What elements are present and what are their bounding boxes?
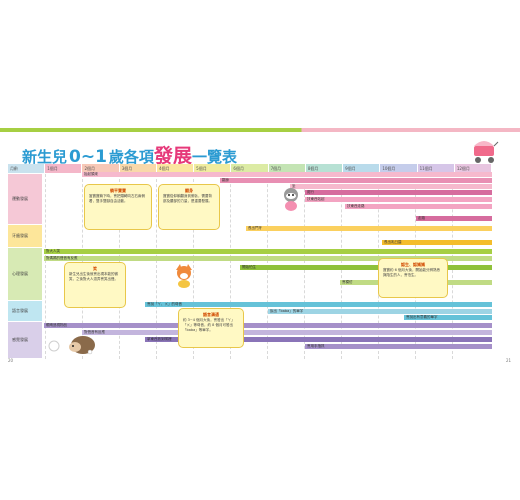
milestone-bar: 眼睛追視物品 — [44, 323, 492, 328]
category-psychological: 心理發展 — [8, 248, 42, 300]
callout-smile: 笑 新生兒出生後就會出現本能的微笑，之後對大人逗弄會笑出聲。 — [64, 262, 126, 308]
category-label: 運動發展 — [12, 196, 28, 201]
title-highlight: 發展 — [153, 145, 192, 167]
page-number-left: 20 — [8, 358, 14, 363]
page-title: 新生兒 0~1 歲各項 發展 一覽表 — [22, 141, 237, 167]
callout-body: 新生兒出生後就會出現本能的微笑，之後對大人逗弄會笑出聲。 — [69, 272, 118, 281]
milestone-bar: 翻身 — [220, 178, 492, 183]
callout-stranger: 認生、認媽媽 寶寶約 6 個月大後，開始能分辨熟悉與陌生的人，會怕生。 — [378, 258, 448, 298]
month-cell: 3個月 — [119, 164, 157, 173]
milestone-bar: 扶東西站起 — [305, 197, 492, 202]
month-cell: 1個月 — [45, 164, 83, 173]
month-cell: 9個月 — [343, 164, 381, 173]
callout-body: 當寶寶躺下時，會把頭轉向左右兩側看，雙手雙腳自由活動。 — [89, 194, 145, 203]
month-cell: 5個月 — [194, 164, 232, 173]
month-cell: 4個月 — [156, 164, 195, 173]
milestone-bar: 扶東西走路 — [345, 204, 492, 209]
callout-title: 認生、認媽媽 — [401, 262, 425, 267]
callout-body: 約 3~4 個月大後，會發出「ㄚ」「ㄨ」等母音，約 8 個月可發出「baba」等… — [183, 318, 235, 332]
milestone-bar: 長出乳臼齒 — [382, 240, 492, 245]
category-motor: 運動發展 — [8, 174, 42, 224]
milestone-bar: 會用手指抓 — [305, 344, 492, 349]
milestone-bar: 對大人笑 — [44, 249, 492, 254]
callout-language: 語言溝通 約 3~4 個月大後，會發出「ㄚ」「ㄨ」等母音，約 8 個月可發出「b… — [178, 308, 244, 348]
page-number-right: 21 — [506, 358, 512, 363]
milestone-bar: 走路 — [416, 216, 492, 221]
callout-body: 寶寶約 6 個月大後，開始能分辨熟悉與陌生的人，會怕生。 — [383, 268, 440, 277]
month-cell: 10個月 — [380, 164, 418, 173]
category-label: 心理發展 — [12, 271, 28, 276]
title-part: 新生兒 — [22, 148, 68, 166]
callout-title: 躺平寶寶 — [110, 188, 126, 193]
milestone-bar: 會說「ㄚ、ㄨ」的母音 — [145, 302, 492, 307]
month-cell: 6個月 — [231, 164, 269, 173]
month-cell: 7個月 — [268, 164, 306, 173]
category-sensory: 感覺發展 — [8, 322, 42, 358]
month-cell: 8個月 — [305, 164, 344, 173]
month-header: 月齡 1個月 2個月 3個月 4個月 5個月 6個月 7個月 8個月 9個月 1… — [8, 164, 493, 173]
category-label: 語言發展 — [12, 308, 28, 313]
milestone-bar: 對聲音有反應 — [82, 330, 492, 335]
callout-body: 寶寶從仰躺翻身到俯臥，需要背部及腰部的力量，是重要發展。 — [163, 194, 212, 203]
milestone-bar: 長出門牙 — [246, 226, 492, 231]
milestone-bar: 會說出有意義的單字 — [404, 315, 492, 320]
milestone-bar: 拿東西放到嘴裡 — [145, 337, 492, 342]
title-part: 一覽表 — [191, 148, 237, 166]
title-part: 0~1 — [69, 147, 107, 167]
baby-cart-illustration — [474, 141, 499, 163]
fox-illustration — [176, 264, 192, 288]
ball-illustration — [48, 340, 60, 352]
milestone-bar: 抬起頭來 — [82, 172, 492, 177]
callout-lying: 躺平寶寶 當寶寶躺下時，會把頭轉向左右兩側看，雙手雙腳自由活動。 — [84, 184, 152, 230]
callout-roll: 翻身 寶寶從仰躺翻身到俯臥，需要背部及腰部的力量，是重要發展。 — [158, 184, 220, 230]
month-cell: 12個月 — [454, 164, 493, 173]
milestone-bar: 爬行 — [305, 190, 492, 195]
top-stripe — [0, 128, 520, 132]
category-teeth: 牙齒發展 — [8, 225, 42, 247]
callout-title: 語言溝通 — [203, 312, 219, 317]
raccoon-illustration — [284, 188, 298, 211]
title-part: 歲各項 — [108, 148, 154, 166]
milestone-bar: 對媽媽的聲音有反應 — [44, 256, 492, 261]
month-cell: 11個月 — [417, 164, 455, 173]
category-label: 感覺發展 — [12, 337, 28, 342]
category-label: 牙齒發展 — [12, 233, 28, 238]
hedgehog-illustration — [69, 336, 95, 355]
milestone-bar: 說出「baba」的單字 — [268, 309, 492, 314]
milestone-bar: 開始怕生 — [240, 265, 492, 270]
category-language: 語言發展 — [8, 301, 42, 321]
callout-title: 翻身 — [185, 188, 193, 193]
callout-title: 笑 — [93, 266, 97, 271]
milestone-bar: 坐 — [290, 184, 492, 189]
month-cell: 2個月 — [82, 164, 120, 173]
month-header-label: 月齡 — [8, 164, 46, 173]
